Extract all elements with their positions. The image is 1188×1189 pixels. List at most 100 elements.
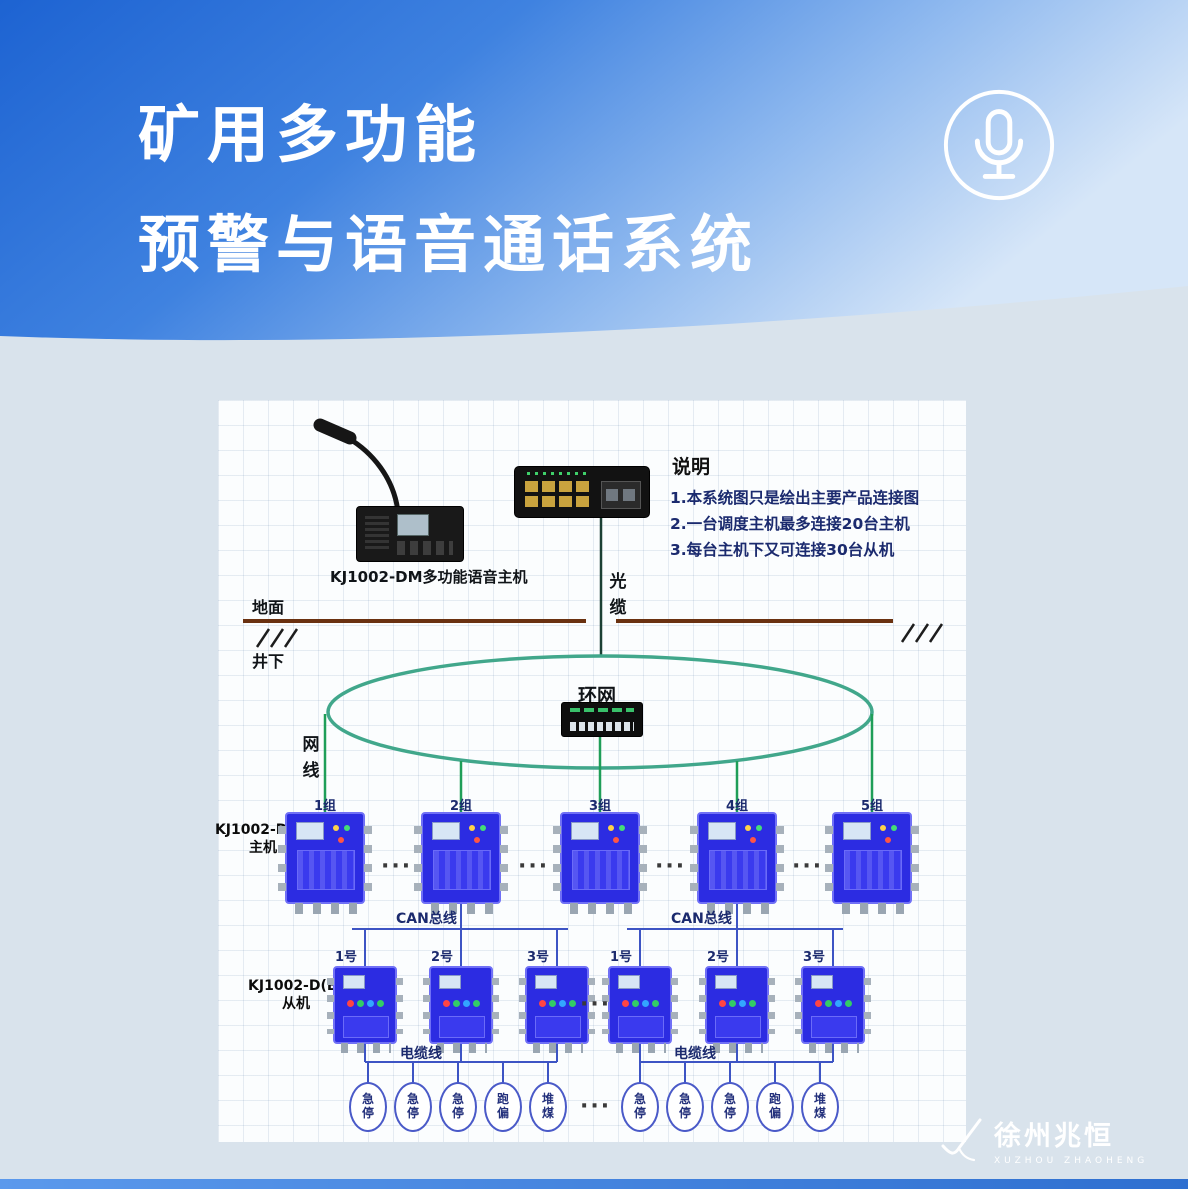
- ellipsis-slaves: ···: [580, 992, 612, 1017]
- sensor-label: 急停: [361, 1092, 374, 1120]
- master-unit-4: [690, 812, 784, 914]
- master-screen: [432, 822, 460, 840]
- cable-label-left: 电缆线: [400, 1046, 442, 1062]
- slave-unit-r2: [699, 966, 775, 1053]
- slave-screen: [811, 975, 833, 989]
- slave-model: KJ1002-D(B): [248, 978, 344, 994]
- master-leds: [469, 825, 475, 831]
- console-speaker: [365, 516, 389, 550]
- master-leds: [880, 825, 886, 831]
- ring-switch-markings: [570, 708, 634, 712]
- console-keypad: [397, 541, 453, 555]
- master-terminal-panel: [709, 850, 767, 890]
- sensor-label: 堆煤: [541, 1092, 554, 1120]
- page-title-line1: 矿用多功能: [138, 98, 484, 171]
- brand-watermark: 徐州兆恒 XUZHOU ZHAOHENG: [938, 1114, 1158, 1166]
- sensor-coalpile-l: 堆煤: [529, 1082, 567, 1132]
- master-screen: [571, 822, 599, 840]
- optical-cable-label: 光缆: [609, 572, 627, 618]
- ellipsis-masters-3: ···: [655, 854, 687, 879]
- ellipsis-masters-1: ···: [381, 854, 413, 879]
- slave-unit-l1: [327, 966, 403, 1053]
- ring-switch-ports: [570, 722, 634, 731]
- slave-unit-r1: [602, 966, 678, 1053]
- brand-logo-icon: [941, 1118, 982, 1162]
- master-leds: [333, 825, 339, 831]
- master-unit-1: [278, 812, 372, 914]
- slave-leds: [347, 1000, 354, 1007]
- ring-network-label: 环网: [578, 685, 617, 707]
- master-cable-glands: [842, 903, 906, 914]
- can-bus-label-left: CAN总线: [396, 911, 457, 927]
- slave-number-l3: 3号: [526, 950, 549, 965]
- slave-terminal-panel: [535, 1016, 581, 1038]
- sensor-estop-r1: 急停: [621, 1082, 659, 1132]
- switch-ports: [525, 481, 593, 507]
- ring-switch: [561, 702, 643, 737]
- ellipsis-sensors: ···: [580, 1094, 612, 1119]
- sensor-estop-l1: 急停: [349, 1082, 387, 1132]
- sensor-offtrack-l: 跑偏: [484, 1082, 522, 1132]
- master-screen: [708, 822, 736, 840]
- poe-switch: [514, 466, 650, 518]
- can-bus-label-right: CAN总线: [671, 911, 732, 927]
- master-cable-glands: [707, 903, 771, 914]
- slave-leds: [539, 1000, 546, 1007]
- slave-cable-glands: [341, 1043, 391, 1053]
- master-cable-glands: [295, 903, 359, 914]
- sensor-label: 急停: [451, 1092, 464, 1120]
- master-terminal-panel: [297, 850, 355, 890]
- slave-leds: [622, 1000, 629, 1007]
- master-terminal-panel: [844, 850, 902, 890]
- sensor-estop-r3: 急停: [711, 1082, 749, 1132]
- slave-screen: [618, 975, 640, 989]
- group-label-4: 4组: [725, 799, 749, 814]
- group-label-1: 1组: [313, 799, 337, 814]
- sensor-coalpile-r: 堆煤: [801, 1082, 839, 1132]
- slave-unit-r3: [795, 966, 871, 1053]
- sensor-label: 跑偏: [496, 1092, 509, 1120]
- group-label-2: 2组: [449, 799, 473, 814]
- slave-cable-glands: [616, 1043, 666, 1053]
- sensor-estop-r2: 急停: [666, 1082, 704, 1132]
- switch-uplink-ports: [601, 481, 641, 509]
- slave-screen: [535, 975, 557, 989]
- slave-leds: [443, 1000, 450, 1007]
- slave-terminal-panel: [439, 1016, 485, 1038]
- underground-label: 井下: [252, 652, 285, 671]
- slave-number-l1: 1号: [334, 950, 357, 965]
- group-label-3: 3组: [588, 799, 612, 814]
- network-cable-label: 网线: [302, 735, 320, 781]
- banner-background: [0, 0, 1188, 341]
- slave-terminal-panel: [715, 1016, 761, 1038]
- slave-leds: [815, 1000, 822, 1007]
- slave-cable-glands: [533, 1043, 583, 1053]
- slave-role: 从机: [282, 995, 310, 1012]
- sensor-label: 急停: [723, 1092, 736, 1120]
- slave-unit-l2: [423, 966, 499, 1053]
- master-unit-5: [825, 812, 919, 914]
- master-terminal-panel: [433, 850, 491, 890]
- dispatch-console: [356, 506, 464, 562]
- microphone-icon: [943, 89, 1055, 201]
- slave-leds: [719, 1000, 726, 1007]
- page-title-line2: 预警与语音通话系统: [138, 208, 760, 281]
- master-unit-2: [414, 812, 508, 914]
- bottom-accent-strip: [0, 1179, 1188, 1189]
- slave-number-r3: 3号: [802, 950, 825, 965]
- slave-cable-glands: [437, 1043, 487, 1053]
- sensor-label: 急停: [406, 1092, 419, 1120]
- notes-heading: 说明: [672, 456, 711, 478]
- note-1: 1.本系统图只是绘出主要产品连接图: [670, 489, 920, 507]
- sensor-label: 急停: [678, 1092, 691, 1120]
- note-2: 2.一台调度主机最多连接20台主机: [670, 515, 910, 533]
- slave-terminal-panel: [343, 1016, 389, 1038]
- slave-terminal-panel: [811, 1016, 857, 1038]
- sensor-estop-l3: 急停: [439, 1082, 477, 1132]
- brand-name: 徐州兆恒: [994, 1121, 1114, 1152]
- note-3: 3.每台主机下又可连接30台从机: [670, 541, 895, 559]
- slave-cable-glands: [713, 1043, 763, 1053]
- master-cable-glands: [431, 903, 495, 914]
- slave-number-r1: 1号: [609, 950, 632, 965]
